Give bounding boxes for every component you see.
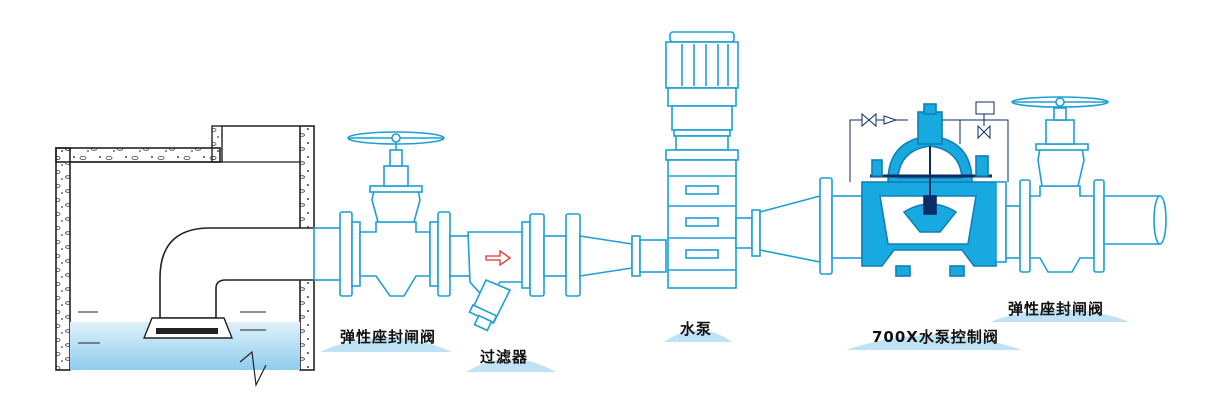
strainer xyxy=(467,213,567,332)
control-valve-700x xyxy=(831,101,1009,277)
water-tank xyxy=(55,125,315,388)
gate-valve-left xyxy=(339,131,451,297)
gate-valve-right-label: 弹性座封闸阀 xyxy=(1008,300,1105,318)
reducer-outlet xyxy=(759,194,821,263)
label-backdrops xyxy=(320,309,1130,372)
reducer-inlet xyxy=(579,235,633,277)
control-valve-label: 700X水泵控制阀 xyxy=(872,328,999,346)
gate-valve-left-label: 弹性座封闸阀 xyxy=(340,328,437,346)
vertical-pump xyxy=(665,31,739,289)
strainer-label: 过滤器 xyxy=(480,348,529,366)
pipe-segment-1 xyxy=(313,227,345,281)
gate-valve-right xyxy=(1011,96,1109,273)
pump-label: 水泵 xyxy=(680,320,713,338)
suction-pipe xyxy=(159,227,314,319)
